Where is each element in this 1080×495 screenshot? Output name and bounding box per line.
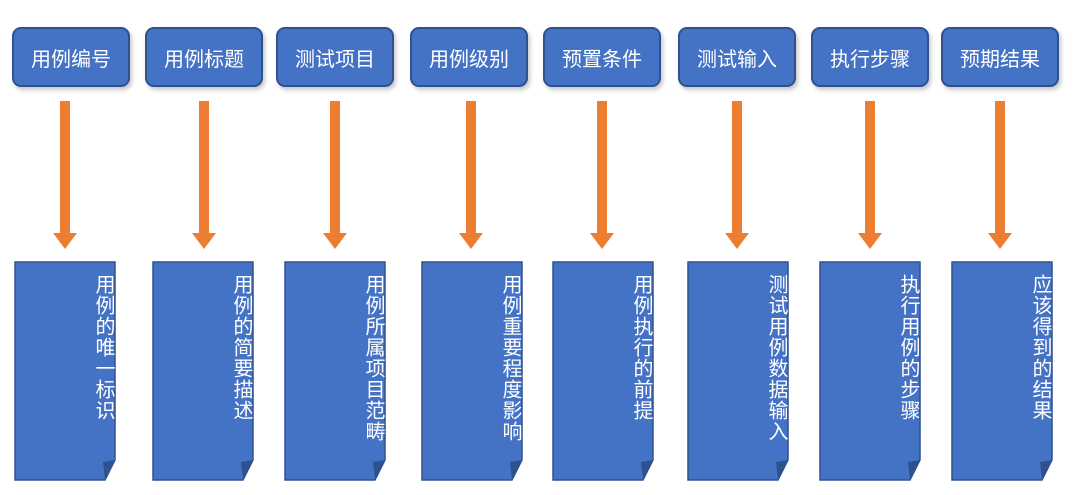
doc-box-case-title: 用例的简要描述 <box>152 261 254 481</box>
down-arrow-icon <box>459 101 483 251</box>
down-arrow-icon <box>988 101 1012 251</box>
doc-box-case-level: 用例重要程度影响 <box>421 261 523 481</box>
down-arrow-icon <box>725 101 749 251</box>
header-box-preconditions: 预置条件 <box>543 27 661 87</box>
doc-text: 测试用例数据输入 <box>765 274 789 442</box>
doc-text: 用例执行的前提 <box>630 274 654 421</box>
down-arrow-icon <box>192 101 216 251</box>
doc-box-expected-result: 应该得到的结果 <box>951 261 1053 481</box>
doc-text: 用例的简要描述 <box>230 274 254 421</box>
down-arrow-icon <box>590 101 614 251</box>
doc-text: 应该得到的结果 <box>1029 274 1053 421</box>
doc-text: 用例重要程度影响 <box>499 274 523 442</box>
header-box-case-title: 用例标题 <box>145 27 263 87</box>
header-box-execution-steps: 执行步骤 <box>811 27 929 87</box>
doc-box-test-input: 测试用例数据输入 <box>687 261 789 481</box>
down-arrow-icon <box>858 101 882 251</box>
doc-box-preconditions: 用例执行的前提 <box>552 261 654 481</box>
down-arrow-icon <box>323 101 347 251</box>
header-box-case-level: 用例级别 <box>410 27 528 87</box>
down-arrow-icon <box>53 101 77 251</box>
doc-text: 执行用例的步骤 <box>897 274 921 421</box>
doc-box-execution-steps: 执行用例的步骤 <box>819 261 921 481</box>
header-box-test-project: 测试项目 <box>276 27 394 87</box>
header-box-expected-result: 预期结果 <box>941 27 1059 87</box>
doc-text: 用例所属项目范畴 <box>362 274 386 442</box>
header-box-test-input: 测试输入 <box>678 27 796 87</box>
header-box-case-id: 用例编号 <box>12 27 130 87</box>
doc-text: 用例的唯一标识 <box>92 274 116 421</box>
doc-box-test-project: 用例所属项目范畴 <box>284 261 386 481</box>
doc-box-case-id: 用例的唯一标识 <box>14 261 116 481</box>
